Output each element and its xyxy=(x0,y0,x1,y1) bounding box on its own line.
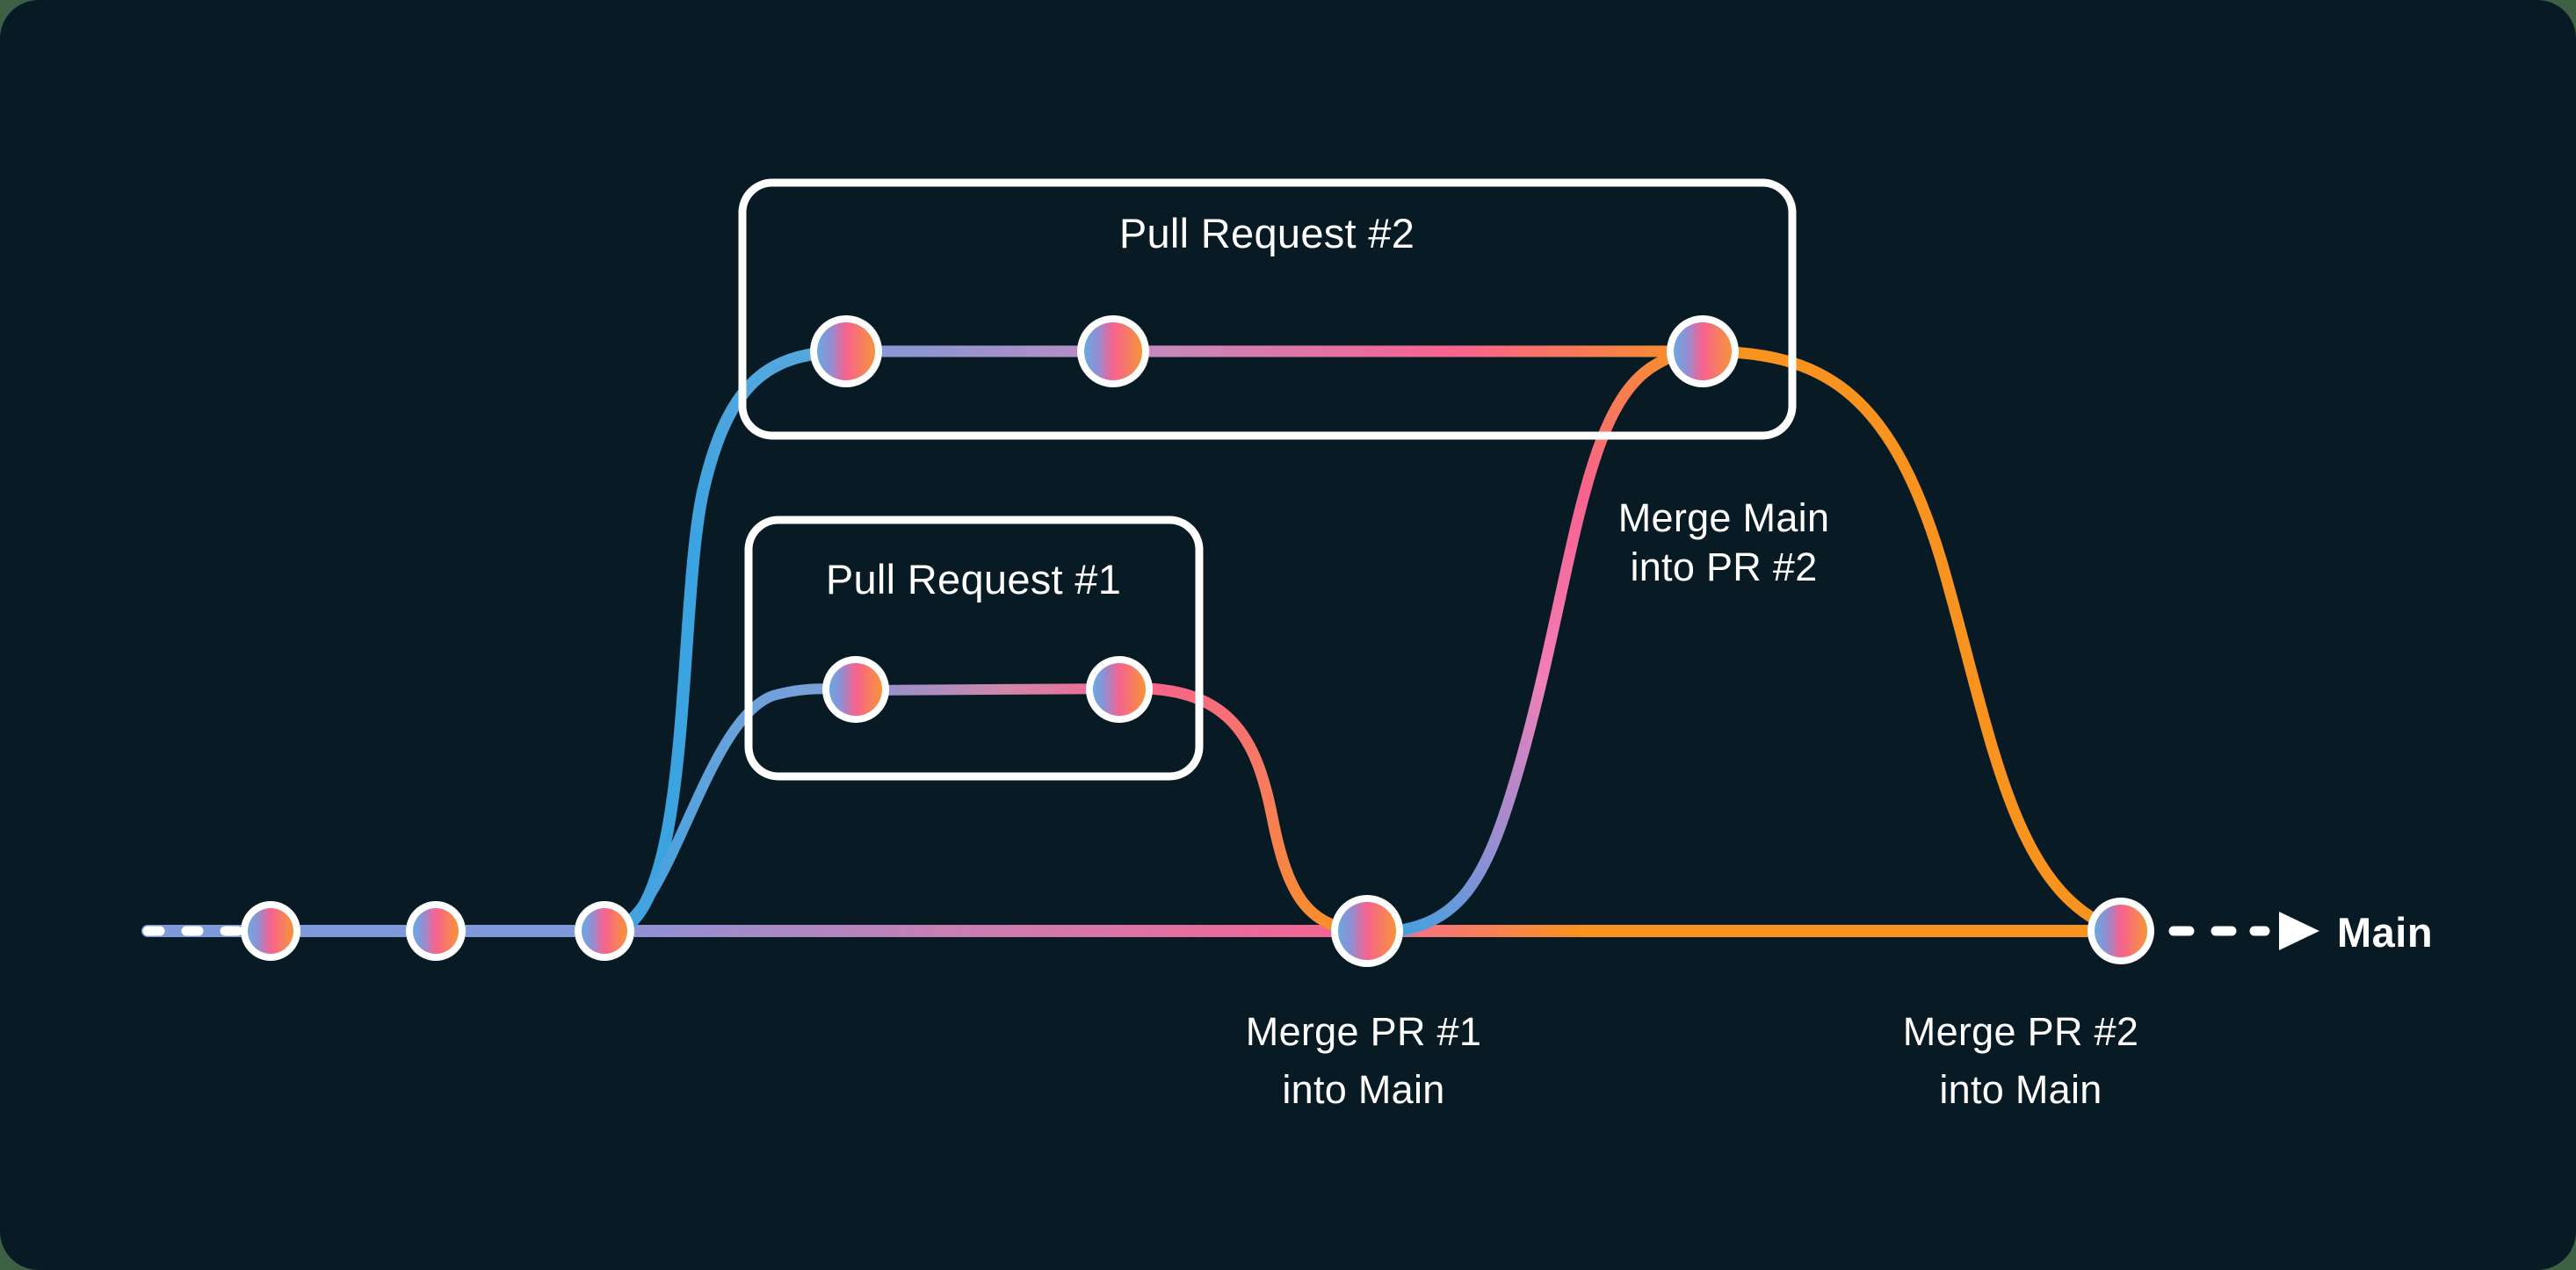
pr1-box-label: Pull Request #1 xyxy=(826,556,1121,603)
arrow-head-icon xyxy=(2279,912,2319,950)
annotation-line-2: into Main xyxy=(1282,1067,1444,1112)
main-head-arrow xyxy=(2168,912,2319,950)
pr1-branch-off-edge xyxy=(601,683,861,936)
commit-node-m1[interactable] xyxy=(241,901,300,961)
annotation-line-1: Merge PR #2 xyxy=(1903,1009,2138,1054)
annotation-line-2: into PR #2 xyxy=(1630,545,1817,589)
annotation-line-1: Merge PR #1 xyxy=(1246,1009,1481,1054)
pr2-box-label: Pull Request #2 xyxy=(1119,210,1415,256)
pr1-box-frame xyxy=(744,516,1204,781)
commit-node-merge-pr1[interactable] xyxy=(1331,895,1403,967)
pr1-box[interactable]: Pull Request #1 xyxy=(744,516,1204,781)
annotation-line-1: Merge Main xyxy=(1618,495,1830,540)
main-branch-label: Main xyxy=(2337,909,2433,956)
commit-node-m3[interactable] xyxy=(575,901,634,961)
annotation-merge-main-into-pr2: Merge Main into PR #2 xyxy=(1618,495,1830,589)
commit-node-pr2-merge-main[interactable] xyxy=(1667,315,1739,387)
pr1-branch-line xyxy=(850,683,1132,696)
commit-node-pr2-a[interactable] xyxy=(810,315,882,387)
commit-node-merge-pr2[interactable] xyxy=(2088,898,2154,964)
merge-main-into-pr2-edge xyxy=(1361,345,1709,939)
commit-node-pr1-b[interactable] xyxy=(1086,656,1153,723)
commit-node-m2[interactable] xyxy=(406,901,466,961)
pr2-box-frame xyxy=(738,178,1797,440)
annotation-merge-pr1-into-main: Merge PR #1 into Main xyxy=(1246,1009,1481,1112)
merge-pr2-into-main-edge xyxy=(1697,345,2127,937)
commit-node-pr1-a[interactable] xyxy=(822,656,889,723)
pr2-box[interactable]: Pull Request #2 xyxy=(738,178,1797,440)
annotation-merge-pr2-into-main: Merge PR #2 into Main xyxy=(1903,1009,2138,1112)
annotation-line-2: into Main xyxy=(1939,1067,2102,1112)
merge-pr1-into-main-edge xyxy=(1115,682,1373,937)
commit-node-pr2-b[interactable] xyxy=(1077,315,1149,387)
